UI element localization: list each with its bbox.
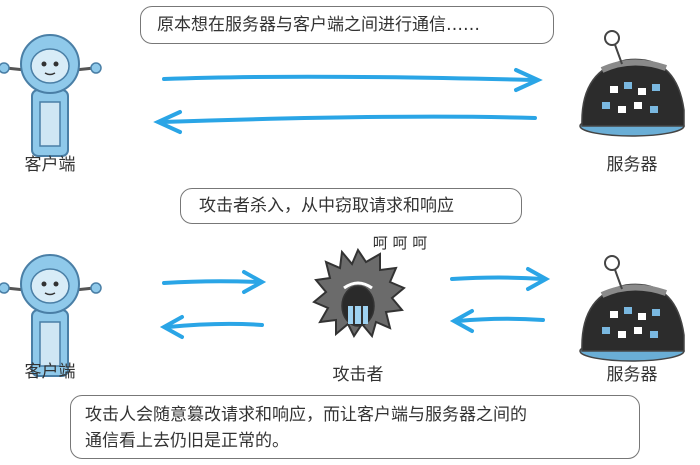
server-robot-icon-bottom bbox=[580, 256, 684, 361]
caption-line-2: 通信看上去仍旧是正常的。 bbox=[85, 431, 289, 451]
attacker-label: 攻击者 bbox=[332, 365, 384, 385]
server-label: 服务器 bbox=[606, 155, 658, 175]
client-label-bottom: 客户端 bbox=[24, 362, 76, 382]
client-label: 客户端 bbox=[24, 155, 76, 175]
server-robot-icon bbox=[580, 31, 684, 136]
attacker-to-client-arrow bbox=[159, 315, 264, 339]
attack-bubble-text: 攻击者杀入，从中窃取请求和响应 bbox=[199, 196, 454, 216]
server-label-bottom: 服务器 bbox=[606, 365, 658, 385]
laugh-text: 呵 呵 呵 bbox=[372, 234, 428, 252]
caption-box: 攻击人会随意篡改请求和响应，而让客户端与服务器之间的 通信看上去仍旧是正常的。 bbox=[70, 395, 640, 459]
request-arrow bbox=[162, 68, 543, 92]
response-arrow bbox=[153, 110, 537, 134]
attacker-to-server-arrow bbox=[450, 267, 551, 291]
attacker-icon bbox=[312, 247, 406, 339]
top-speech-bubble: 原本想在服务器与客户端之间进行通信…… bbox=[140, 6, 554, 44]
server-to-attacker-arrow bbox=[449, 309, 545, 333]
caption-line-1: 攻击人会随意篡改请求和响应，而让客户端与服务器之间的 bbox=[85, 405, 527, 425]
client-robot-icon bbox=[0, 33, 103, 158]
top-bubble-text: 原本想在服务器与客户端之间进行通信…… bbox=[157, 15, 480, 35]
attack-speech-bubble: 攻击者杀入，从中窃取请求和响应 bbox=[180, 188, 522, 224]
client-to-attacker-arrow bbox=[162, 270, 267, 294]
